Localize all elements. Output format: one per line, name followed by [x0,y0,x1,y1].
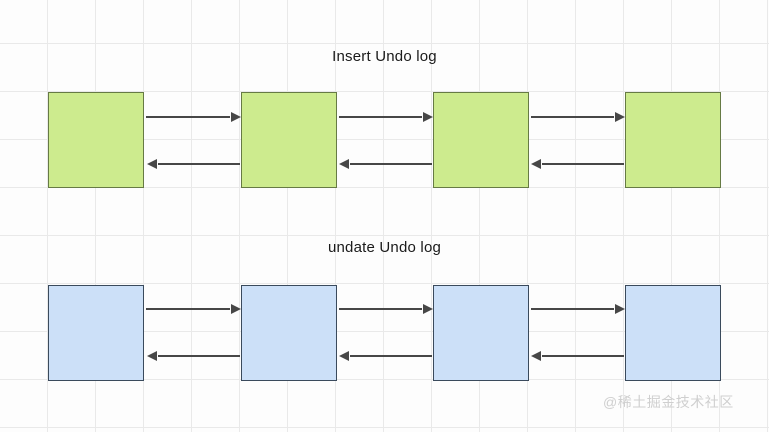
node-update-2[interactable] [241,285,337,381]
node-insert-1[interactable] [48,92,144,188]
section-title-update: undate Undo log [327,239,442,256]
arrow-update-back-2 [350,355,432,357]
arrow-update-back-1 [158,355,240,357]
arrow-insert-forward-2 [339,116,422,118]
arrow-insert-back-2 [350,163,432,165]
watermark-label: @稀土掘金技术社区 [603,394,734,410]
node-update-3[interactable] [433,285,529,381]
arrow-update-forward-1 [146,308,230,310]
node-insert-4[interactable] [625,92,721,188]
arrow-insert-forward-3 [531,116,614,118]
arrow-update-forward-2 [339,308,422,310]
section-title-insert: Insert Undo log [332,48,437,65]
node-update-4[interactable] [625,285,721,381]
arrow-update-back-3 [542,355,624,357]
arrow-update-forward-3 [531,308,614,310]
arrow-insert-forward-1 [146,116,230,118]
arrow-insert-back-3 [542,163,624,165]
node-update-1[interactable] [48,285,144,381]
arrow-insert-back-1 [158,163,240,165]
node-insert-2[interactable] [241,92,337,188]
node-insert-3[interactable] [433,92,529,188]
